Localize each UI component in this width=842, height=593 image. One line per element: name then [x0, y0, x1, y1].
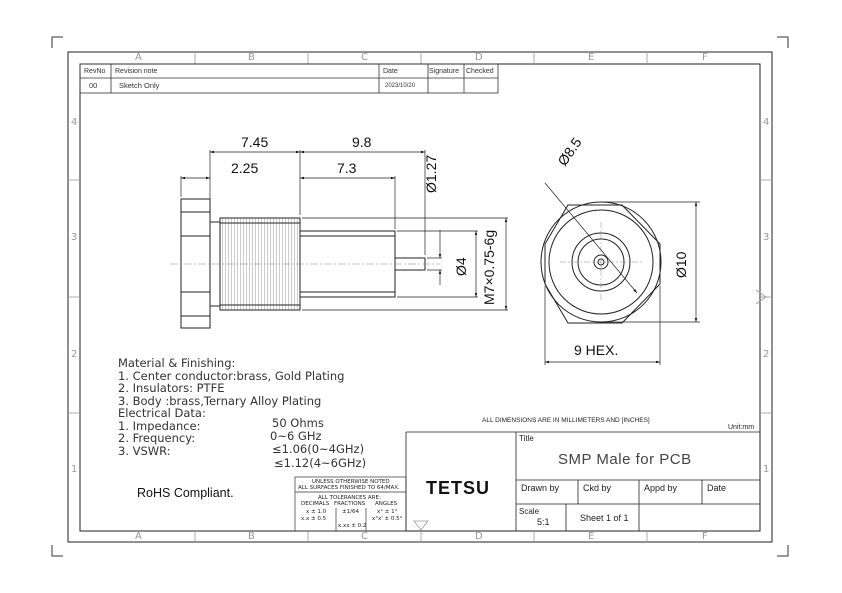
tolerance-fractions-head: FRACTIONS	[334, 501, 366, 507]
side-view	[170, 198, 440, 329]
note-line: 2. Frequency:	[118, 431, 196, 445]
revision-table	[79, 63, 499, 94]
tolerance-line-2: ALL SURFACES FINISHED TO 64/MAX.	[298, 485, 400, 491]
date-label: Date	[707, 483, 727, 493]
tolerance-decimal-3: x.xx ± 0.2	[338, 523, 367, 529]
corner-marks	[51, 36, 789, 557]
rev-value-note: Sketch Only	[119, 81, 160, 90]
rohs-note: RoHS Compliant.	[137, 486, 234, 500]
rev-value-revno: 00	[89, 81, 98, 90]
rev-header-note: Revision note	[115, 68, 158, 75]
dim-7-45: 7.45	[241, 134, 269, 150]
zone-col-a-bottom: A	[135, 531, 142, 542]
tolerance-angle-2: x°x' ± 0.5°	[372, 516, 403, 522]
front-view	[540, 201, 662, 324]
brand-logo: TETSU	[426, 478, 491, 498]
scale-value: 5:1	[537, 517, 550, 527]
tolerance-decimal-1: x ± 1.0	[306, 509, 327, 515]
zone-row-2-right: 2	[763, 349, 770, 360]
zone-row-1-left: 1	[71, 464, 78, 475]
zone-col-b-bottom: B	[248, 531, 255, 542]
rev-value-date: 2023/10/20	[385, 83, 416, 89]
rev-header-signature: Signature	[429, 68, 459, 75]
tolerance-angles-head: ANGLES	[375, 501, 398, 507]
unit-label: Unit:mm	[728, 424, 755, 431]
zone-row-2-left: 2	[71, 349, 78, 360]
zone-ticks	[68, 52, 772, 542]
note-line: Electrical Data:	[118, 406, 206, 420]
note-line: 3. Body :brass,Ternary Alloy Plating	[118, 393, 322, 408]
zone-col-c-top: C	[361, 52, 368, 63]
title-block-lines	[405, 431, 760, 531]
zone-col-c-bottom: C	[361, 531, 368, 542]
tolerance-line-1: UNLESS OTHERWISE NOTED	[312, 479, 390, 485]
zone-row-4-right: 4	[763, 117, 770, 128]
dim-thread: M7×0.75-6g	[481, 229, 497, 305]
ckd-by-label: Ckd by	[583, 483, 612, 493]
zone-col-f-top: F	[702, 52, 708, 63]
sheet-number: Sheet 1 of 1	[580, 513, 629, 523]
note-line: 2. Insulators: PTFE	[118, 381, 225, 395]
note-line: 1. Center conductor:brass, Gold Plating	[118, 368, 345, 383]
note-line: 3. VSWR:	[118, 443, 171, 458]
note-line: 1. Impedance:	[118, 418, 201, 433]
dim-2-25: 2.25	[231, 160, 259, 176]
frequency-value: 0~6 GHz	[270, 429, 322, 443]
tolerance-decimal-2: x.x ± 0.5	[301, 516, 327, 522]
units-note: ALL DIMENSIONS ARE IN MILLIMETERS AND [I…	[482, 417, 650, 424]
scale-label: Scale	[519, 507, 540, 516]
dim-dia-10: Ø10	[673, 251, 689, 278]
rev-header-revno: RevNo	[84, 68, 106, 75]
rev-header-date: Date	[383, 68, 398, 75]
dim-dia-1-27: Ø1.27	[423, 154, 439, 193]
side-dimensions	[180, 150, 508, 311]
zone-col-d-top: D	[475, 52, 483, 63]
tolerance-angle-1: x° ± 1°	[377, 509, 398, 515]
tolerance-decimals-head: DECIMALS	[301, 501, 330, 507]
drawing-title: SMP Male for PCB	[558, 451, 692, 468]
note-line: Material & Finishing:	[118, 356, 236, 370]
zone-row-1-right: 1	[763, 464, 770, 475]
rev-header-checked: Checked	[466, 68, 494, 75]
zone-row-3-left: 3	[71, 232, 78, 243]
zone-col-e-bottom: E	[588, 531, 595, 542]
material-notes: Material & Finishing: 1. Center conducto…	[118, 356, 345, 458]
dim-7-3: 7.3	[337, 160, 357, 176]
impedance-value: 50 Ohms	[272, 416, 324, 430]
front-dimensions	[544, 182, 700, 365]
zone-row-4-left: 4	[71, 117, 78, 128]
zone-col-f-bottom: F	[702, 531, 708, 542]
zone-col-d-bottom: D	[475, 531, 483, 542]
title-label: Title	[519, 434, 534, 443]
centering-mark-bottom	[413, 520, 429, 531]
dim-9-8: 9.8	[352, 134, 372, 150]
centering-mark-right	[755, 289, 767, 305]
zone-row-3-right: 3	[763, 232, 770, 243]
zone-col-a-top: A	[135, 52, 142, 63]
drawn-by-label: Drawn by	[521, 483, 560, 493]
zone-col-b-top: B	[248, 52, 255, 63]
appd-by-label: Appd by	[644, 483, 678, 493]
vswr-value-2: ≤1.12(4~6GHz)	[274, 456, 367, 470]
dim-dia-4: Ø4	[453, 257, 469, 276]
dim-hex: 9 HEX.	[574, 342, 619, 358]
vswr-value-1: ≤1.06(0~4GHz)	[272, 442, 365, 456]
tolerance-fraction-1: ±1/64	[342, 509, 359, 515]
zone-col-e-top: E	[588, 52, 595, 63]
tolerance-line-3: ALL TOLERANCES ARE:	[318, 495, 381, 501]
